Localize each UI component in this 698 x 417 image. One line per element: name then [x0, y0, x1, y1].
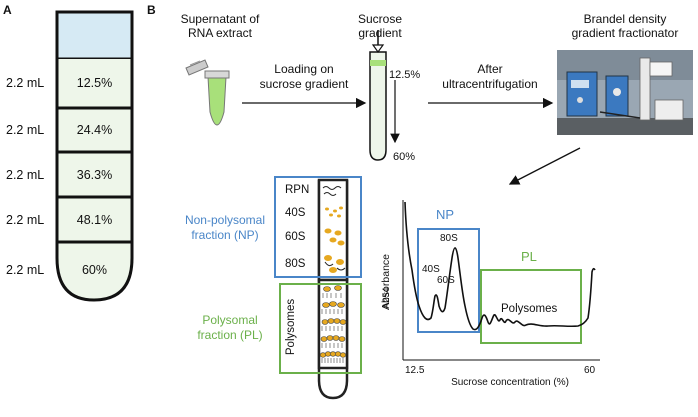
percent-label-5: 60%	[81, 263, 108, 277]
np-fraction-label-line2: fraction (NP)	[191, 228, 259, 242]
peak-label-80s: 80S	[440, 233, 458, 244]
volume-label-5: 2.2 mL	[6, 263, 45, 277]
step3-label-line2: gradient fractionator	[571, 26, 679, 40]
step1-label-line1: Supernatant of	[180, 12, 260, 26]
peak-label-40s: 40S	[422, 264, 440, 275]
pl-box-tube	[279, 283, 362, 374]
profile-x-start: 12.5	[405, 365, 425, 376]
step1-label-line2: RNA extract	[187, 26, 253, 40]
arrow2-label-line2: ultracentrifugation	[442, 77, 538, 91]
volume-label-1: 2.2 mL	[6, 76, 45, 90]
panel-label-a: A	[3, 3, 12, 17]
profile-x-end: 60	[584, 365, 596, 376]
gradient-top-pct: 12.5%	[389, 69, 421, 81]
tube-label-rpn: RPN	[285, 184, 310, 196]
profile-ysub: A254	[381, 287, 391, 309]
absorbance-profile	[402, 200, 600, 361]
fraction-tube	[317, 178, 349, 400]
volume-label-4: 2.2 mL	[6, 213, 45, 227]
percent-label-3: 36.3%	[76, 168, 113, 182]
profile-np-label: NP	[436, 207, 455, 222]
panel-label-b: B	[147, 3, 156, 17]
volume-label-3: 2.2 mL	[6, 168, 45, 182]
tube-label-40s: 40S	[285, 207, 306, 219]
percent-label-4: 48.1%	[76, 213, 113, 227]
profile-polysomes-label: Polysomes	[501, 303, 558, 315]
peak-label-60s: 60S	[437, 275, 455, 286]
step2-label-line2: gradient	[358, 26, 402, 40]
profile-pl-label: PL	[521, 249, 537, 264]
arrow1-label-line1: Loading on	[274, 62, 334, 76]
profile-xlabel: Sucrose concentration (%)	[451, 377, 569, 388]
arrow2-label-line1: After	[477, 62, 503, 76]
np-fraction-label-line1: Non-polysomal	[184, 213, 266, 227]
percent-label-1: 12.5%	[76, 76, 113, 90]
arrow-to-profile	[508, 147, 581, 185]
sucrose-gradient-tube	[369, 30, 400, 161]
eppendorf-tube	[185, 59, 230, 126]
step2-label-line1: Sucrose	[357, 12, 403, 26]
tube-label-60s: 60S	[285, 231, 306, 243]
pl-fraction-label-line2: fraction (PL)	[197, 328, 263, 342]
volume-label-2: 2.2 mL	[6, 123, 45, 137]
fractionator-photo	[557, 50, 693, 135]
gradient-tube-a	[55, 10, 134, 302]
np-box-tube	[274, 176, 362, 278]
tube-label-80s: 80S	[285, 258, 306, 270]
step3-label-line1: Brandel density	[583, 12, 667, 26]
percent-label-2: 24.4%	[76, 123, 113, 137]
tube-label-polysomes: Polysomes	[285, 298, 297, 356]
gradient-bottom-pct: 60%	[393, 151, 416, 163]
pl-fraction-label-line1: Polysomal	[202, 313, 258, 327]
arrow1-label-line2: sucrose gradient	[259, 77, 349, 91]
